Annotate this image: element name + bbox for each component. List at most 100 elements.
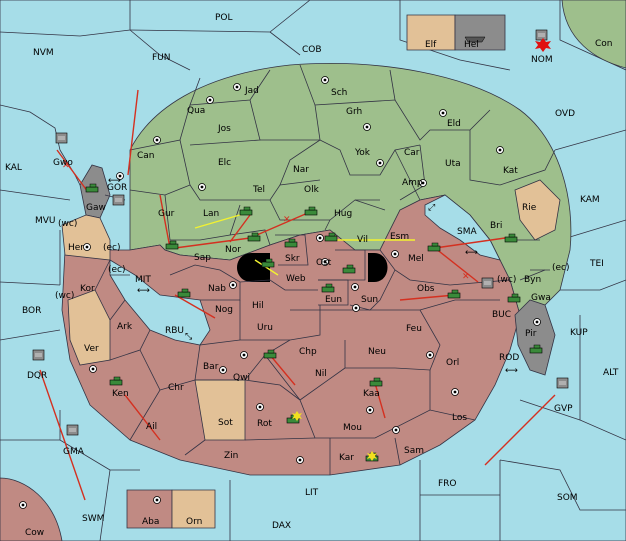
supply-center-icon bbox=[153, 136, 161, 144]
supply-centers bbox=[19, 76, 541, 509]
tank-icon[interactable] bbox=[342, 264, 356, 274]
ship-icon[interactable] bbox=[112, 194, 125, 206]
label-wc2: (wc) bbox=[55, 291, 74, 301]
star-burst-icon bbox=[367, 451, 377, 461]
supply-center-icon bbox=[426, 351, 434, 359]
label-wc1: (wc) bbox=[58, 219, 77, 229]
label-alt: ALT bbox=[603, 368, 619, 378]
label-cow: Cow bbox=[25, 528, 44, 538]
label-jad: Jad bbox=[244, 86, 259, 96]
label-tel: Tel bbox=[252, 185, 265, 195]
label-fun: FUN bbox=[152, 53, 171, 63]
tank-icon[interactable] bbox=[239, 206, 253, 216]
tank-icon[interactable] bbox=[504, 233, 518, 243]
label-car: Car bbox=[404, 148, 420, 158]
label-tei: TEI bbox=[589, 259, 604, 269]
supply-center-icon bbox=[366, 406, 374, 414]
tank-icon[interactable] bbox=[529, 344, 543, 354]
double-arrow-icon: ⟷ bbox=[137, 286, 150, 296]
tank-icon[interactable] bbox=[165, 240, 179, 250]
ship-icon[interactable] bbox=[32, 349, 45, 361]
label-buc: BUC bbox=[492, 310, 511, 320]
tank-icon[interactable] bbox=[85, 183, 99, 193]
label-qwi: Qwi bbox=[233, 373, 250, 383]
label-gma: GMA bbox=[63, 447, 85, 457]
supply-center-icon bbox=[116, 172, 124, 180]
label-sma: SMA bbox=[457, 227, 477, 237]
label-rbu: RBU bbox=[165, 326, 184, 336]
label-gor: GOR bbox=[107, 183, 127, 193]
supply-center-icon bbox=[206, 96, 214, 104]
label-jos: Jos bbox=[217, 124, 231, 134]
star-burst-icon bbox=[535, 38, 551, 52]
tank-icon[interactable] bbox=[447, 289, 461, 299]
tank-icon[interactable] bbox=[247, 232, 261, 242]
ship-icon[interactable] bbox=[535, 29, 548, 41]
label-nog: Nog bbox=[215, 305, 233, 315]
supply-center-icon bbox=[233, 83, 241, 91]
label-kup: KUP bbox=[570, 328, 588, 338]
tank-icon[interactable] bbox=[324, 232, 338, 242]
region-labels: POL NVM FUN COB Con NOM OVD KAL KAM MVU … bbox=[5, 13, 619, 538]
label-mou: Mou bbox=[343, 423, 362, 433]
tank-icon[interactable] bbox=[369, 377, 383, 387]
tank-icon[interactable] bbox=[261, 258, 275, 268]
supply-center-icon bbox=[496, 146, 504, 154]
label-hel: Hel bbox=[464, 40, 479, 50]
label-ken: Ken bbox=[112, 389, 129, 399]
label-neu: Neu bbox=[368, 347, 386, 357]
label-amp: Amp bbox=[402, 178, 423, 188]
units[interactable] bbox=[32, 29, 569, 462]
tank-icon[interactable] bbox=[284, 238, 298, 248]
tank-icon[interactable] bbox=[109, 376, 123, 386]
supply-center-icon bbox=[89, 365, 97, 373]
tank-icon[interactable] bbox=[304, 206, 318, 216]
label-nil: Nil bbox=[315, 369, 327, 379]
label-kam: KAM bbox=[580, 195, 600, 205]
supply-center-icon bbox=[316, 234, 324, 242]
label-nor: Nor bbox=[225, 245, 241, 255]
label-gwo: Gwo bbox=[53, 158, 73, 168]
tank-icon[interactable] bbox=[321, 283, 335, 293]
label-fro: FRO bbox=[438, 479, 457, 489]
tank-icon[interactable] bbox=[507, 293, 521, 303]
label-elc: Elc bbox=[218, 158, 231, 168]
label-ver: Ver bbox=[84, 344, 99, 354]
label-her: Her bbox=[68, 243, 84, 253]
label-elf: Elf bbox=[425, 40, 437, 50]
supply-center-icon bbox=[256, 403, 264, 411]
label-gvp: GVP bbox=[554, 404, 573, 414]
supply-center-icon bbox=[419, 179, 427, 187]
label-wc3: (wc) bbox=[497, 275, 516, 285]
label-olk: Olk bbox=[304, 185, 320, 195]
ship-icon[interactable] bbox=[481, 277, 494, 289]
label-nar: Nar bbox=[293, 165, 309, 175]
region-sma-sea bbox=[424, 194, 501, 261]
label-los: Los bbox=[452, 413, 467, 423]
ship-icon[interactable] bbox=[464, 36, 486, 43]
label-orn: Orn bbox=[186, 517, 202, 527]
tank-icon[interactable] bbox=[177, 288, 191, 298]
label-swm: SWM bbox=[82, 514, 104, 524]
supply-center-icon bbox=[533, 318, 541, 326]
supply-center-icon bbox=[376, 159, 384, 167]
label-mvu: MVU bbox=[35, 216, 56, 226]
label-rod: ROD bbox=[499, 353, 519, 363]
region-pir bbox=[514, 299, 556, 376]
label-chr: Chr bbox=[168, 383, 184, 393]
label-kaa: Kaa bbox=[363, 389, 380, 399]
ship-icon[interactable] bbox=[55, 132, 68, 144]
label-kar: Kar bbox=[339, 453, 354, 463]
label-sun: Sun bbox=[361, 295, 378, 305]
label-dqr: DQR bbox=[27, 371, 47, 381]
supply-center-icon bbox=[321, 76, 329, 84]
tank-icon[interactable] bbox=[427, 242, 441, 252]
label-ec2: (ec) bbox=[108, 265, 126, 275]
double-arrow-icon: ⟷ bbox=[505, 366, 518, 376]
tank-icon[interactable] bbox=[263, 349, 277, 359]
supply-center-icon bbox=[240, 351, 248, 359]
ship-icon[interactable] bbox=[66, 424, 79, 436]
ship-icon[interactable] bbox=[556, 377, 569, 389]
